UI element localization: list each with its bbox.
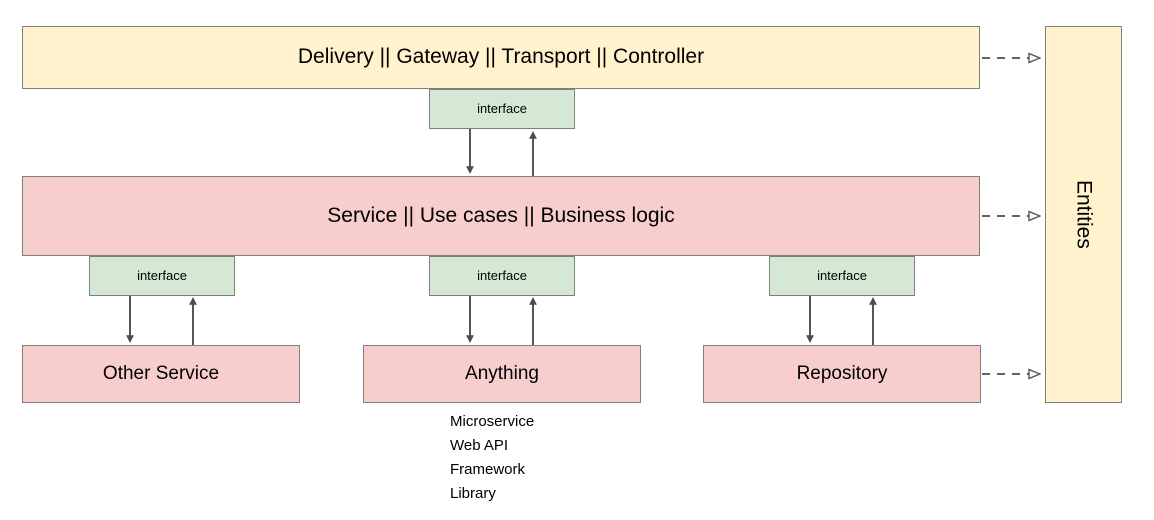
- repository-label: Repository: [796, 363, 888, 385]
- delivery-layer-label: Delivery || Gateway || Transport || Cont…: [297, 45, 705, 69]
- service-layer-label: Service || Use cases || Business logic: [327, 203, 675, 227]
- repository-box[interactable]: Repository: [703, 345, 981, 403]
- entities-layer-box[interactable]: Entities: [1045, 26, 1122, 403]
- anything-note-item: Framework: [450, 461, 526, 478]
- service-layer-box[interactable]: Service || Use cases || Business logic: [22, 176, 980, 256]
- interface-label-top: interface: [477, 100, 527, 116]
- anything-note-item: Microservice: [450, 413, 535, 430]
- interface-box-left[interactable]: interface: [89, 256, 235, 296]
- interface-label-middle: interface: [477, 267, 527, 283]
- delivery-layer-box[interactable]: Delivery || Gateway || Transport || Cont…: [22, 26, 980, 89]
- anything-box[interactable]: Anything: [363, 345, 641, 403]
- anything-notes-list: Microservice Web API Framework Library: [450, 410, 534, 506]
- interface-box-right[interactable]: interface: [769, 256, 915, 296]
- interface-label-left: interface: [137, 267, 187, 283]
- anything-note-item: Library: [450, 485, 496, 502]
- entities-layer-label: Entities: [1072, 180, 1096, 249]
- anything-label: Anything: [465, 363, 539, 385]
- interface-box-top[interactable]: interface: [429, 89, 575, 129]
- other-service-box[interactable]: Other Service: [22, 345, 300, 403]
- interface-label-right: interface: [817, 267, 867, 283]
- anything-note-item: Web API: [450, 437, 509, 454]
- other-service-label: Other Service: [102, 363, 220, 385]
- interface-box-middle[interactable]: interface: [429, 256, 575, 296]
